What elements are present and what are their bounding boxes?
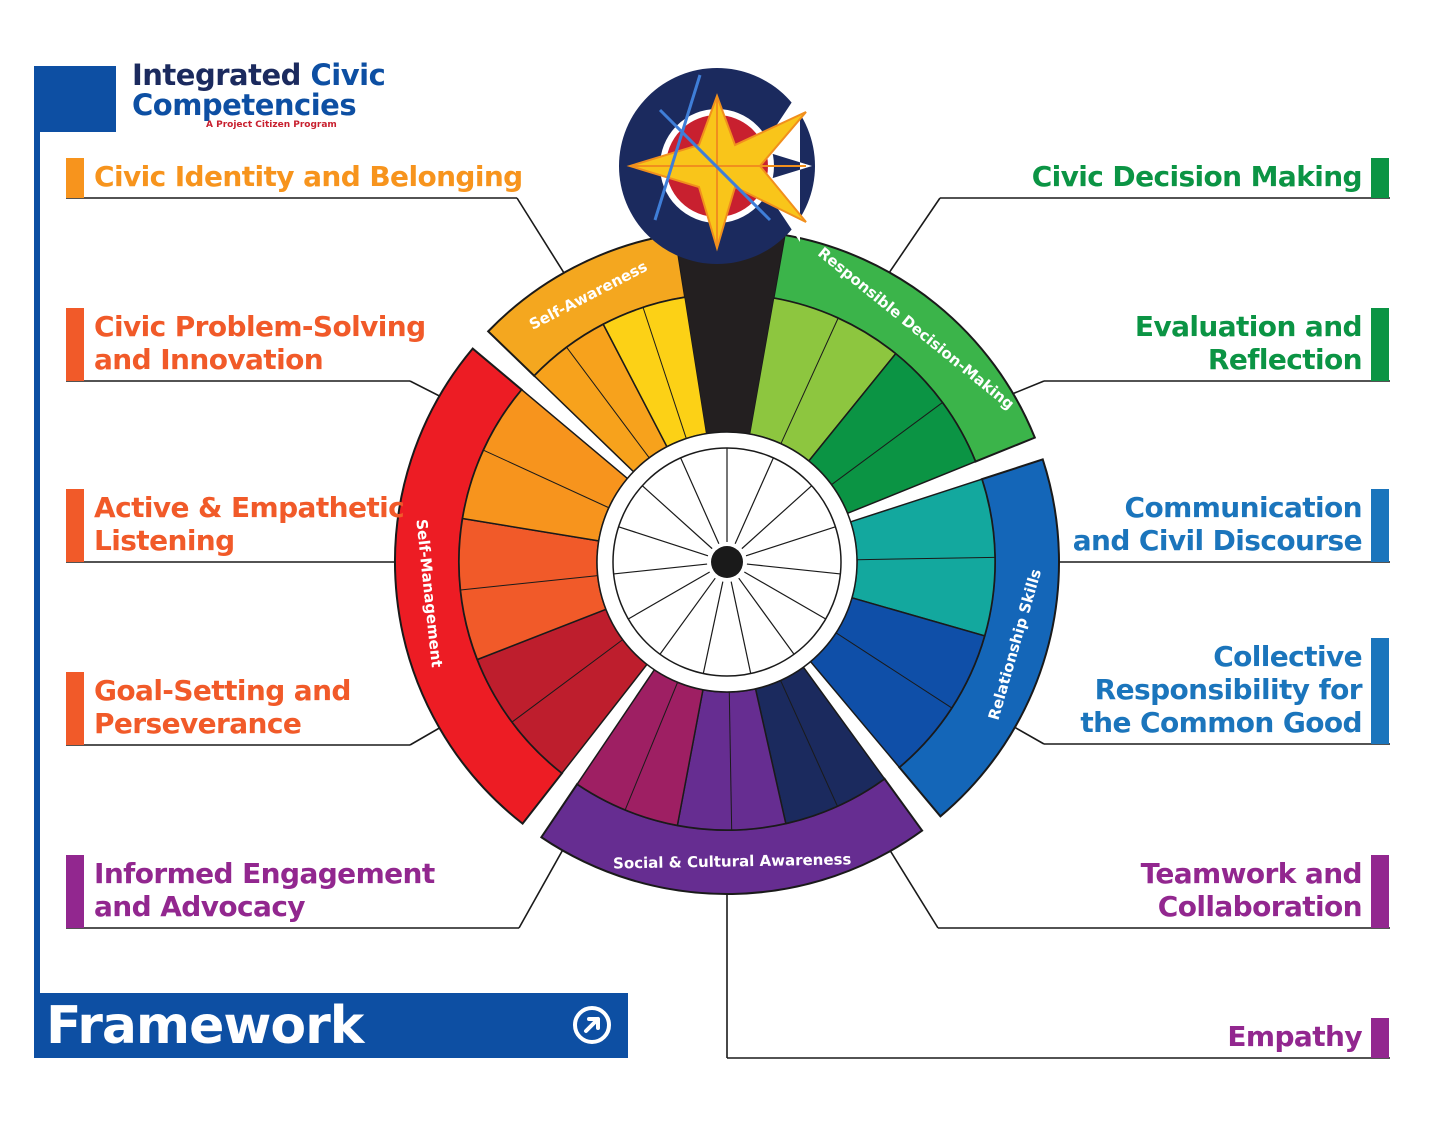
competency-label-line: Responsibility for [1094, 673, 1363, 706]
competency-label-line: Evaluation and [1134, 310, 1363, 343]
hub-center-dot [711, 546, 743, 578]
label-marker-bar [66, 158, 84, 198]
competency-label-line: Teamwork and [1140, 857, 1363, 890]
competency-divider [728, 691, 733, 830]
hub-spoke [627, 571, 710, 620]
competency-label-line: Active & Empathetic [94, 491, 405, 524]
competency-label-line: Civic Identity and Belonging [94, 160, 523, 193]
competency-label-line: Listening [94, 524, 235, 557]
label-marker-bar [1371, 1018, 1389, 1058]
competency-label-line: Goal-Setting and [94, 674, 351, 707]
competency-label-line: Civic Problem-Solving [94, 310, 426, 343]
hub-spoke [741, 485, 813, 550]
competency-label-line: and Civil Discourse [1072, 524, 1363, 557]
competency-label-line: the Common Good [1080, 706, 1362, 739]
competency-divider [624, 682, 679, 811]
hub-spoke [738, 577, 795, 655]
competency-divider [835, 632, 953, 709]
arrow-up-right-circle-icon[interactable] [571, 1004, 613, 1046]
competency-label-line: Informed Engagement [94, 857, 435, 890]
competency-divider [483, 449, 610, 509]
left-border-rule [34, 66, 40, 996]
framework-banner[interactable]: Framework [34, 993, 628, 1058]
hub-spoke [618, 526, 709, 557]
competency-ring [458, 234, 996, 831]
civic-star-logo [619, 68, 815, 264]
domain-label-social-cultural-awareness: Social & Cultural Awareness [613, 850, 852, 872]
competency-label: Civic Decision Making [1031, 160, 1363, 193]
competency-divider [856, 556, 995, 561]
hub-spoke [659, 577, 716, 655]
label-marker-bar [66, 308, 84, 381]
brand-title-word-2: Civic [310, 58, 386, 92]
competency-divider [780, 317, 839, 444]
label-marker-bar [66, 855, 84, 928]
brand-block [34, 66, 116, 132]
competency-label-line: Communication [1124, 491, 1363, 524]
framework-title: Framework [46, 996, 364, 1056]
hub-spoke [746, 563, 841, 575]
hub-spoke [745, 526, 836, 557]
brand-title-word-1: Integrated [132, 58, 301, 92]
wheel-hub [596, 431, 858, 693]
brand-title: Integrated Civic Competencies A Project … [132, 58, 386, 130]
competency-label-line: Civic Decision Making [1031, 160, 1363, 193]
competency-label-line: Empathy [1227, 1020, 1362, 1053]
competency-label-line: and Innovation [94, 343, 324, 376]
brand-title-line-2: Competencies [132, 88, 357, 122]
domain-ring [394, 232, 1060, 895]
label-marker-bar [1371, 308, 1389, 381]
label-marker-bar [1371, 489, 1389, 562]
competency-divider [566, 346, 650, 459]
pointer-wedge [675, 234, 785, 562]
competency-divider [642, 307, 687, 439]
hub-spoke [613, 563, 708, 575]
label-marker-bar [1371, 855, 1389, 928]
competency-label-line: Collective [1213, 640, 1362, 673]
competency-label: Civic Identity and Belonging [94, 160, 523, 193]
label-marker-bar [66, 672, 84, 745]
label-marker-bar [66, 489, 84, 562]
brand-tagline: A Project Citizen Program [206, 120, 337, 130]
hub-spoke [744, 571, 827, 620]
competency-label-line: Perseverance [94, 707, 302, 740]
competency-label-line: Collaboration [1157, 890, 1363, 923]
hub-spoke [680, 457, 720, 544]
competency-divider [511, 639, 624, 723]
hub-spoke [641, 485, 713, 550]
competency-divider [831, 402, 943, 486]
competency-label: Empathy [1227, 1020, 1362, 1053]
hub-spoke [734, 457, 774, 544]
label-marker-bar [1371, 638, 1389, 744]
competency-divider [780, 680, 838, 807]
hub-spoke [702, 581, 724, 674]
competency-divider [460, 575, 598, 591]
competency-label-line: and Advocacy [94, 890, 306, 923]
label-marker-bar [1371, 158, 1389, 198]
hub-spoke [730, 581, 752, 674]
competency-label-line: Reflection [1207, 343, 1363, 376]
